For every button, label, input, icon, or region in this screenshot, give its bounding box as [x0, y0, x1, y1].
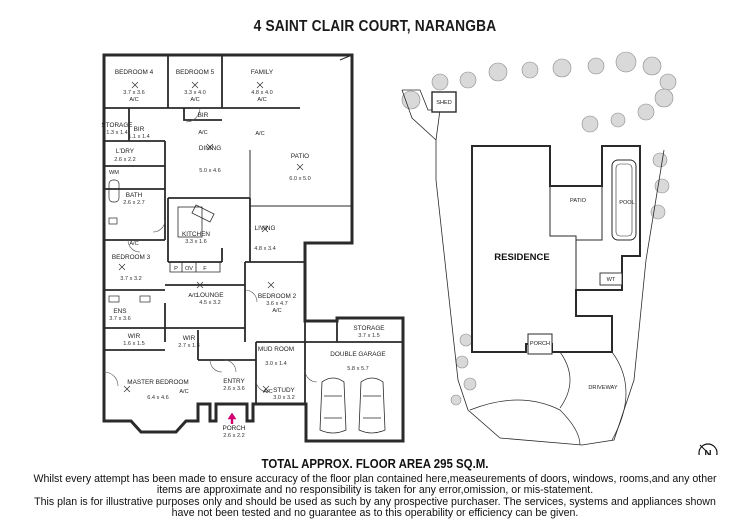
room-dim: 4.8 x 4.0 — [251, 90, 272, 96]
disclaimer: Whilst every attempt has been made to en… — [30, 473, 720, 520]
disclaimer-line: Whilst every attempt has been made to en… — [33, 473, 717, 485]
site-plan — [401, 51, 677, 446]
room-name: MASTER BEDROOM — [127, 379, 188, 386]
shed-label: SHED — [436, 100, 452, 106]
room-dim: 1.6 x 1.5 — [123, 341, 144, 347]
north-label: N — [704, 449, 711, 455]
room-name: FAMILY — [251, 69, 274, 76]
room-name: L'DRY — [116, 148, 135, 155]
ac-label: A/C — [257, 97, 266, 103]
oven-label: OV — [185, 266, 193, 272]
fan-icon — [118, 81, 304, 393]
room-name: STORAGE — [101, 122, 132, 129]
room-dim: 2.7 x 1.8 — [178, 343, 199, 349]
ac-label: A/C — [188, 293, 197, 299]
room-dim: 4.8 x 3.4 — [254, 246, 275, 252]
ac-markers: A/C A/C A/C A/C A/C A/C A/C A/C A/C A/C — [129, 97, 281, 395]
room-name: MUD ROOM — [258, 346, 294, 353]
ac-label: A/C — [272, 308, 281, 314]
ac-label: A/C — [129, 97, 138, 103]
pantry-label: P — [174, 266, 178, 272]
fridge-label: F — [203, 266, 207, 272]
room-dim: 5.8 x 5.7 — [347, 366, 368, 372]
room-name: BEDROOM 3 — [112, 254, 151, 261]
total-floor-area: TOTAL APPROX. FLOOR AREA 295 SQ.M. — [261, 456, 489, 471]
north-compass-icon: N — [698, 443, 718, 455]
site-patio-label: PATIO — [570, 198, 587, 204]
room-dim: 1.3 x 1.4 — [106, 130, 127, 136]
room-dim: 3.0 x 1.4 — [265, 361, 286, 367]
room-name: LOUNGE — [197, 292, 224, 299]
water-tank — [599, 272, 623, 286]
room-name: BATH — [126, 192, 143, 199]
room-name: ENTRY — [223, 378, 245, 385]
ac-label: A/C — [263, 389, 272, 395]
room-name: LIVING — [255, 225, 276, 232]
room-dim: 6.4 x 4.6 — [147, 395, 168, 401]
room-dim: 3.7 x 3.6 — [123, 90, 144, 96]
room-dim: 3.3 x 4.0 — [184, 90, 205, 96]
disclaimer-line: This plan is for illustrative purposes o… — [34, 495, 716, 508]
room-dim: 3.6 x 4.7 — [266, 301, 287, 307]
disclaimer-line: items are approximate and no responsibil… — [156, 484, 594, 497]
room-name: STORAGE — [353, 325, 384, 332]
room-name: PATIO — [291, 153, 309, 160]
ac-label: A/C — [198, 130, 207, 136]
room-name: BEDROOM 5 — [176, 69, 215, 76]
plan-title: 4 SAINT CLAIR COURT, NARANGBA — [253, 18, 497, 35]
room-name: STUDY — [273, 387, 295, 394]
room-dim: 6.0 x 5.0 — [289, 176, 310, 182]
driveway-label: DRIVEWAY — [588, 385, 617, 391]
residence-label: RESIDENCE — [494, 252, 549, 263]
floor-plan — [102, 53, 405, 443]
room-dim: 3.7 x 3.2 — [120, 276, 141, 282]
room-dim: 5.0 x 4.6 — [199, 168, 220, 174]
room-name: WIR — [183, 335, 196, 342]
shed — [431, 91, 457, 113]
room-dim: 2.6 x 2.2 — [114, 157, 135, 163]
pool-label: POOL — [619, 200, 635, 206]
floor-plan-drawing: BEDROOM 4 3.7 x 3.6 BEDROOM 5 3.3 x 4.0 … — [101, 51, 718, 455]
interior-walls — [103, 55, 403, 404]
ac-label: A/C — [255, 131, 264, 137]
room-name: PORCH — [222, 425, 245, 432]
room-dim: 1.1 x 1.4 — [128, 134, 149, 140]
room-dim: 2.6 x 3.6 — [223, 386, 244, 392]
room-dim: 3.0 x 3.2 — [273, 395, 294, 401]
room-name: WM — [109, 170, 119, 176]
room-name: ENS — [113, 308, 126, 315]
room-name: DINING — [199, 145, 221, 152]
room-name: BEDROOM 4 — [115, 69, 154, 76]
ac-label: A/C — [190, 97, 199, 103]
car-icon — [319, 377, 386, 434]
pool — [611, 159, 637, 241]
room-labels: BEDROOM 4 3.7 x 3.6 BEDROOM 5 3.3 x 4.0 … — [101, 69, 385, 439]
door-swings — [103, 107, 318, 393]
site-porch-label: PORCH — [530, 341, 550, 347]
site-labels: SHED RESIDENCE PATIO POOL WT PORCH DRIVE… — [436, 100, 635, 391]
room-dim: 3.7 x 3.6 — [109, 316, 130, 322]
room-name: BIR — [198, 112, 209, 119]
room-name: WIR — [128, 333, 141, 340]
room-dim: 2.6 x 2.7 — [123, 200, 144, 206]
lot-boundary — [402, 89, 665, 446]
disclaimer-line: have not been tested and no guarantee as… — [171, 507, 579, 520]
room-dim: 4.5 x 3.2 — [199, 300, 220, 306]
room-dim: 3.3 x 1.6 — [185, 239, 206, 245]
room-name: DOUBLE GARAGE — [330, 351, 385, 358]
room-dim: 2.6 x 2.2 — [223, 433, 244, 439]
room-name: KITCHEN — [182, 231, 210, 238]
ac-label: A/C — [179, 389, 188, 395]
room-name: BIR — [134, 126, 145, 133]
room-dim: 3.7 x 1.5 — [358, 333, 379, 339]
wt-label: WT — [607, 277, 616, 283]
ac-label: A/C — [129, 241, 138, 247]
room-name: BEDROOM 2 — [258, 293, 297, 300]
